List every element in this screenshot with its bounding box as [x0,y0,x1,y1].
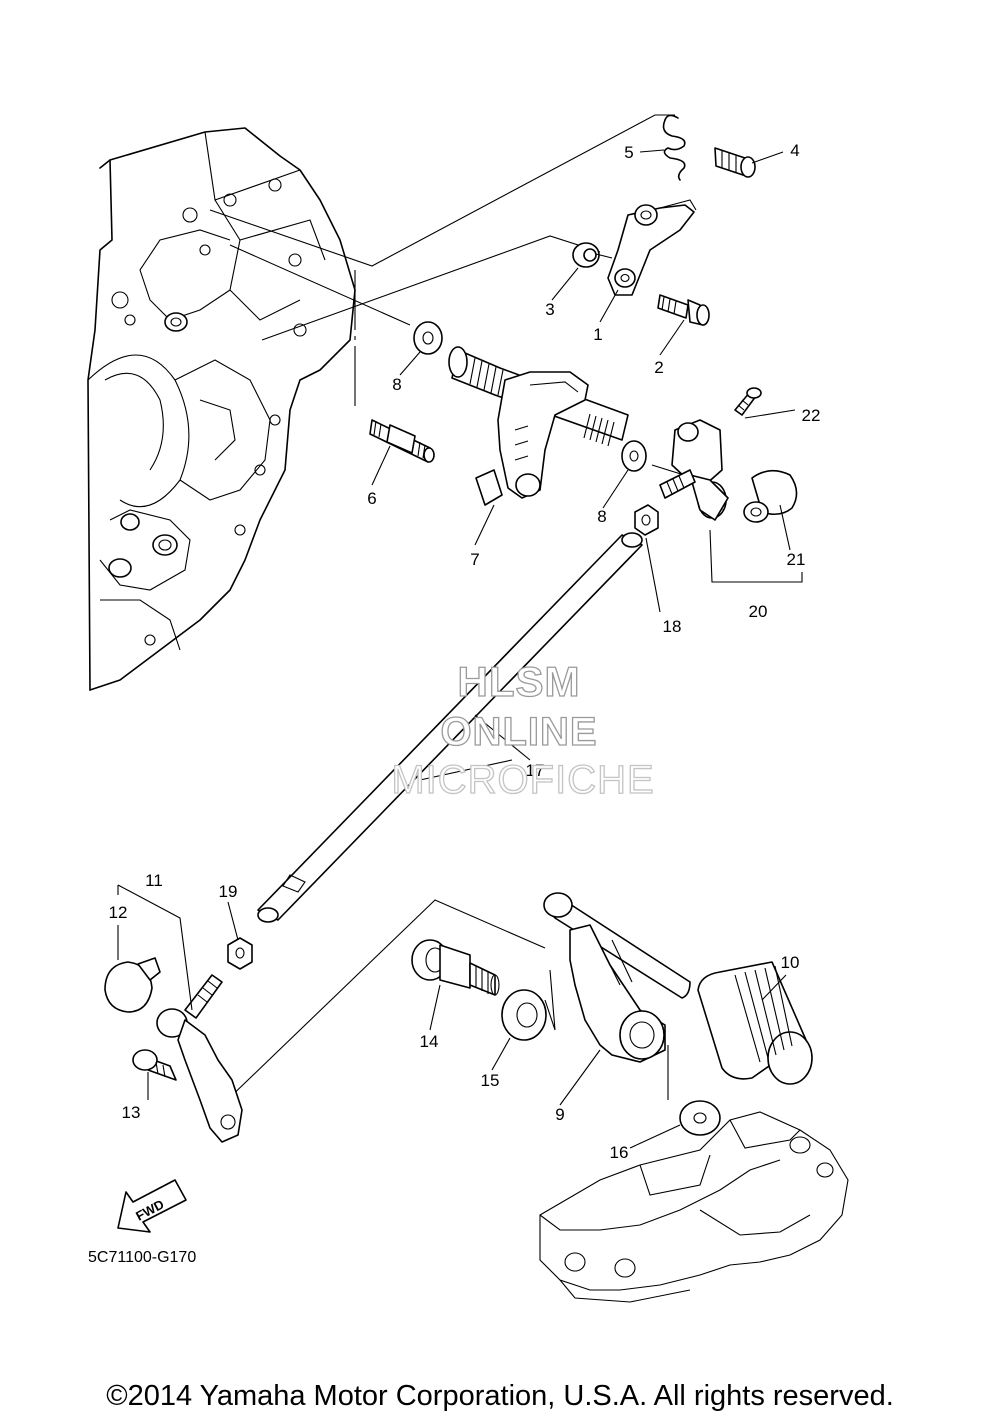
callout-11[interactable]: 11 [145,871,163,890]
callout-10[interactable]: 10 [781,953,800,972]
copyright-notice: ©2014 Yamaha Motor Corporation, U.S.A. A… [106,1380,894,1412]
callout-21[interactable]: 21 [787,550,806,569]
callout-13[interactable]: 13 [122,1103,141,1122]
pin-part-4[interactable] [714,147,756,178]
callout-16[interactable]: 16 [610,1143,629,1162]
callout-4[interactable]: 4 [790,141,799,160]
joint-assembly-part-11[interactable] [156,974,243,1143]
callout-6[interactable]: 6 [367,489,376,508]
washer-part-8-upper[interactable] [413,321,443,355]
callout-1[interactable]: 1 [593,325,602,344]
nut-part-18[interactable] [634,504,659,536]
watermark-line-1: HLSM [458,658,581,705]
callout-18[interactable]: 18 [663,617,682,636]
shift-pedal-part-9[interactable] [543,892,691,1063]
callout-19[interactable]: 19 [219,882,238,901]
watermark-line-2: ONLINE [440,710,597,754]
callout-17[interactable]: 17 [526,761,545,780]
shift-rod-part-17[interactable] [257,532,643,923]
washer-part-8-lower[interactable] [621,440,647,472]
callout-14[interactable]: 14 [420,1032,439,1051]
washer-part-16[interactable] [679,1100,721,1136]
shift-arm-part-1[interactable] [607,199,697,296]
bolt-part-22[interactable] [734,387,762,416]
forward-arrow-icon: FWD [117,1179,187,1233]
callout-leaders [117,149,796,1149]
callout-8-upper[interactable]: 8 [392,375,401,394]
stud-bolt-part-6[interactable] [369,419,435,463]
bolt-part-13[interactable] [132,1049,177,1081]
callout-9[interactable]: 9 [555,1105,564,1124]
pivot-bolt-part-14[interactable] [411,939,500,996]
callout-2[interactable]: 2 [654,358,663,377]
callout-8-lower[interactable]: 8 [597,507,606,526]
callout-20[interactable]: 20 [749,602,768,621]
watermark-line-3: MICROFICHE [391,758,654,802]
ball-joint-part-12[interactable] [104,957,161,1013]
ball-joint-part-21[interactable] [743,469,798,523]
joint-assembly-part-20[interactable] [659,419,729,521]
watermark: HLSM ONLINE MICROFICHE [391,657,655,802]
washer-part-15[interactable] [501,989,547,1041]
nut-part-19[interactable] [227,937,253,970]
callout-7[interactable]: 7 [470,550,479,569]
spring-part-5[interactable] [662,114,686,181]
diagram-code: 5C71100-G170 [88,1249,196,1266]
pedal-rubber-part-10[interactable] [697,961,813,1085]
bolt-part-2[interactable] [657,294,710,326]
crankcase-housing [87,127,356,691]
collar-part-3[interactable] [572,242,613,268]
assembly-lines [209,114,803,1106]
callout-5[interactable]: 5 [624,143,633,162]
shift-shaft-part-7[interactable] [448,346,629,506]
callout-3[interactable]: 3 [545,300,554,319]
footrest-bracket [539,1111,849,1303]
callout-15[interactable]: 15 [481,1071,500,1090]
callout-12[interactable]: 12 [109,903,128,922]
callout-labels: 1 2 3 4 5 6 7 8 8 9 10 11 12 13 14 15 16… [109,141,821,1162]
callout-22[interactable]: 22 [802,406,821,425]
